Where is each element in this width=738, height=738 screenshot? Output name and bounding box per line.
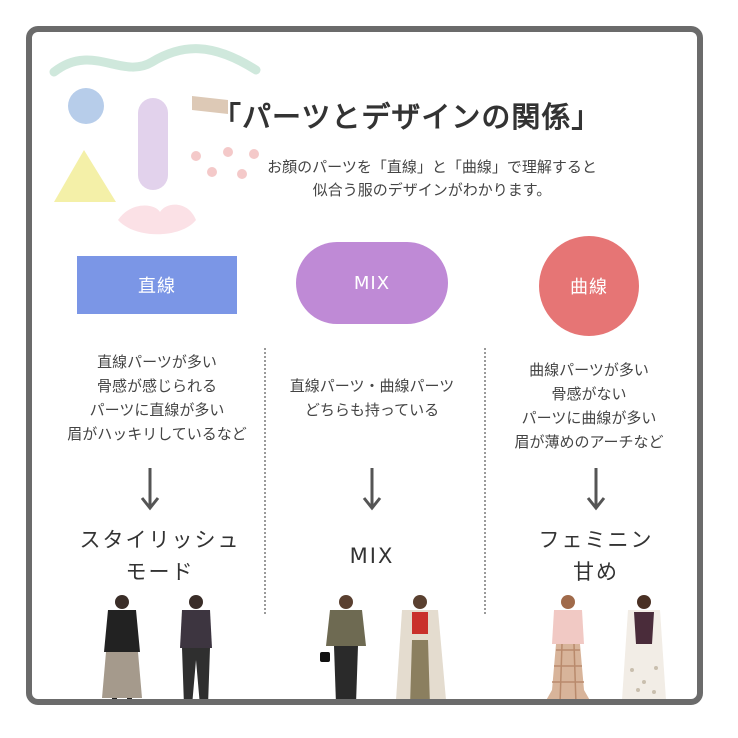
brow-shape xyxy=(192,96,228,114)
divider-right xyxy=(484,348,486,614)
outfit-figure xyxy=(622,595,666,699)
outfit-figure xyxy=(320,595,366,699)
page-title: 「パーツとデザインの関係」 xyxy=(212,100,602,134)
badge-straight: 直線 xyxy=(77,256,237,314)
outfit-photos-mix xyxy=(320,595,446,699)
divider-left xyxy=(264,348,266,614)
desc-mix: 直線パーツ・曲線パーツ どちらも持っている xyxy=(289,377,455,419)
result-mix: MIX xyxy=(349,544,395,568)
outfit-figure xyxy=(102,595,142,699)
infographic-frame: 「パーツとデザインの関係」 お顔のパーツを「直線」と「曲線」で理解すると 似合う… xyxy=(26,26,703,705)
eyebrow-wave-shape xyxy=(49,44,261,77)
result-straight: スタイリッシュ モード xyxy=(79,528,241,584)
arrow-down-icon xyxy=(140,468,160,511)
arrow-down-icon xyxy=(362,468,382,511)
outfit-photos-curve xyxy=(546,595,666,699)
arrow-down-icon xyxy=(586,468,606,511)
outfit-figure xyxy=(546,595,590,699)
desc-straight: 直線パーツが多い 骨感が感じられる パーツに直線が多い 眉がハッキリしているなど xyxy=(67,353,247,443)
badge-mix: MIX xyxy=(296,242,448,324)
outfit-photos-straight xyxy=(102,595,212,699)
badge-curve: 曲線 xyxy=(539,236,639,336)
column-curve: 曲線 曲線パーツが多い 骨感がない パーツに曲線が多い 眉が薄めのアーチなど xyxy=(484,236,694,454)
column-mix: MIX 直線パーツ・曲線パーツ どちらも持っている xyxy=(267,242,477,422)
outfit-figure xyxy=(396,595,446,699)
subtitle: お顔のパーツを「直線」と「曲線」で理解すると 似合う服のデザインがわかります。 xyxy=(267,158,597,199)
triangle-shape xyxy=(54,150,116,202)
cheek-dots xyxy=(191,147,259,179)
nose-shape xyxy=(138,98,168,190)
column-straight: 直線 直線パーツが多い 骨感が感じられる パーツに直線が多い 眉がハッキリしてい… xyxy=(52,242,262,446)
circle-shape xyxy=(68,88,104,124)
desc-curve: 曲線パーツが多い 骨感がない パーツに曲線が多い 眉が薄めのアーチなど xyxy=(514,361,664,451)
lips-shape xyxy=(118,204,196,235)
outfit-figure xyxy=(180,595,212,699)
face-illustration xyxy=(49,44,261,235)
result-curve: フェミニン 甘め xyxy=(538,528,654,584)
